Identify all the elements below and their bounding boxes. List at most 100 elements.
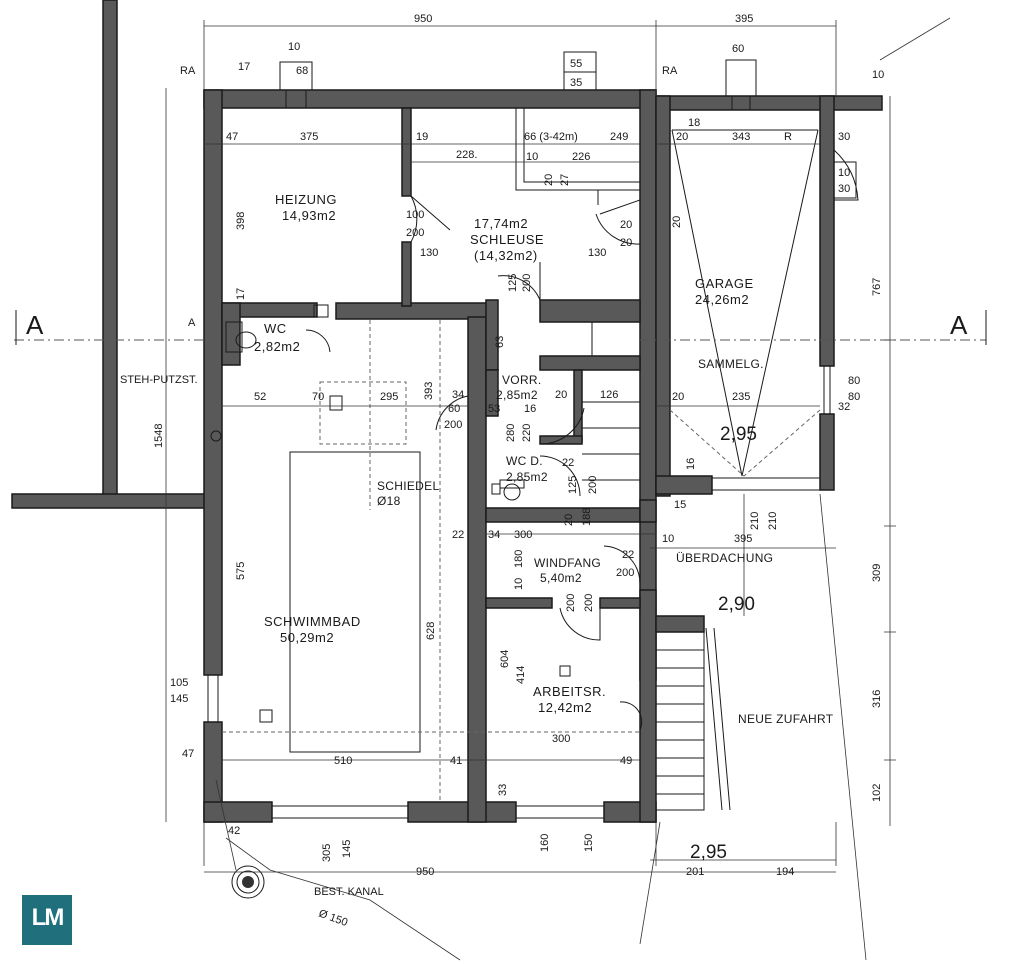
section-a-left: A — [26, 310, 44, 340]
dim-10a: 10 — [288, 41, 300, 53]
company-logo: LM — [22, 895, 72, 945]
dim-70: 70 — [312, 391, 324, 403]
dim-102: 102 — [871, 784, 883, 802]
ueberdachung-label: ÜBERDACHUNG — [676, 551, 773, 565]
dim-604: 604 — [499, 650, 511, 668]
dim-160: 160 — [539, 834, 551, 852]
dim-130a: 130 — [420, 247, 438, 259]
dim-20d: 20 — [620, 237, 632, 249]
vorr-label: VORR. — [502, 373, 542, 387]
neighbour-walls — [11, 0, 209, 509]
dim-66: 66 (3-42m) — [524, 131, 578, 143]
dim-20a: 20 — [676, 131, 688, 143]
wcd-label: WC D. — [506, 454, 543, 468]
arbeitsr-area: 12,42m2 — [538, 700, 592, 715]
dim-150: 150 — [583, 834, 595, 852]
best-kanal-label: BEST. KANAL — [314, 886, 384, 898]
dim-10c: 10 — [838, 167, 850, 179]
dim-42: 42 — [228, 825, 240, 837]
dim-210a: 210 — [749, 512, 761, 530]
dim-55: 55 — [570, 58, 582, 70]
dim-68: 68 — [296, 65, 308, 77]
dim-200b: 200 — [521, 274, 533, 292]
garage-label: GARAGE — [695, 276, 754, 291]
dim-53: 53 — [488, 403, 500, 415]
schleuse-area: (14,32m2) — [474, 248, 538, 263]
wcd-area: 2,85m2 — [506, 470, 548, 484]
dim-100: 100 — [406, 209, 424, 221]
dim-210b: 210 — [767, 512, 779, 530]
dim-41: 41 — [450, 755, 462, 767]
dim-220: 220 — [521, 424, 533, 442]
dim-20h: 20 — [563, 514, 575, 526]
dim-309: 309 — [871, 564, 883, 582]
dim-200d: 200 — [587, 476, 599, 494]
a-small-label: A — [188, 317, 196, 329]
doors — [305, 195, 643, 731]
dim-22: 22 — [562, 457, 574, 469]
dim-30b: 30 — [838, 183, 850, 195]
heizung-label: HEIZUNG — [275, 192, 337, 207]
dim-10d: 10 — [526, 151, 538, 163]
dim-22b: 22 — [452, 529, 464, 541]
dim-180: 180 — [513, 550, 525, 568]
dim-201: 201 — [686, 866, 704, 878]
dim-228: 228. — [456, 149, 477, 161]
dim-375: 375 — [300, 131, 318, 143]
sewer-manhole — [231, 865, 265, 899]
steh-putzst-label: STEH-PUTZST. — [120, 374, 198, 386]
dim-226: 226 — [572, 151, 590, 163]
pool — [210, 320, 640, 800]
garage-lines — [669, 129, 859, 477]
dim-10e: 10 — [662, 533, 674, 545]
ra-left-label: RA — [180, 65, 196, 77]
dim-22c: 22 — [622, 549, 634, 561]
dim-10b: 10 — [872, 69, 884, 81]
dim-194: 194 — [776, 866, 794, 878]
dim-200c: 200 — [444, 419, 462, 431]
schiedel-label: SCHIEDEL — [377, 479, 439, 493]
dim-80: 80 — [848, 375, 860, 387]
dim-30: 30 — [838, 131, 850, 143]
dim-126: 126 — [600, 389, 618, 401]
schiedel-dia: Ø18 — [377, 494, 401, 508]
ra-right-label: RA — [662, 65, 678, 77]
dim-20g: 20 — [672, 391, 684, 403]
dim-16b: 16 — [685, 458, 697, 470]
dim-18: 18 — [688, 117, 700, 129]
dim-300b: 300 — [552, 733, 570, 745]
dim-575: 575 — [235, 562, 247, 580]
dim-34b: 34 — [488, 529, 500, 541]
dim-27: 27 — [559, 174, 571, 186]
dim-130b: 130 — [588, 247, 606, 259]
dim-19: 19 — [416, 131, 428, 143]
exterior-walls — [203, 89, 883, 823]
schwimmbad-area: 50,29m2 — [280, 630, 334, 645]
dim-145: 145 — [170, 693, 188, 705]
section-line — [14, 310, 987, 345]
dim-628: 628 — [425, 622, 437, 640]
dim-305: 305 — [321, 844, 333, 862]
dim-47b: 47 — [182, 748, 194, 760]
schleuse-label: SCHLEUSE — [470, 232, 544, 247]
dim-33: 33 — [497, 784, 509, 796]
dim-950-bottom: 950 — [416, 866, 434, 878]
dim-398: 398 — [235, 212, 247, 230]
dim-15: 15 — [674, 499, 686, 511]
dim-49: 49 — [620, 755, 632, 767]
dim-17b: 17 — [235, 288, 247, 300]
windows — [207, 366, 831, 819]
dim-200a: 200 — [406, 227, 424, 239]
garage-area: 24,26m2 — [695, 292, 749, 307]
schwimmbad-label: SCHWIMMBAD — [264, 614, 361, 629]
dim-145b: 145 — [341, 840, 353, 858]
dim-47: 47 — [226, 131, 238, 143]
dim-63: 63 — [494, 336, 506, 348]
dim-188: 188 — [581, 508, 593, 526]
section-a-right: A — [950, 310, 968, 340]
dim-249: 249 — [610, 131, 628, 143]
dim-295: 295 — [380, 391, 398, 403]
dim-125: 125 — [507, 274, 519, 292]
logo-text: LM — [31, 904, 65, 931]
